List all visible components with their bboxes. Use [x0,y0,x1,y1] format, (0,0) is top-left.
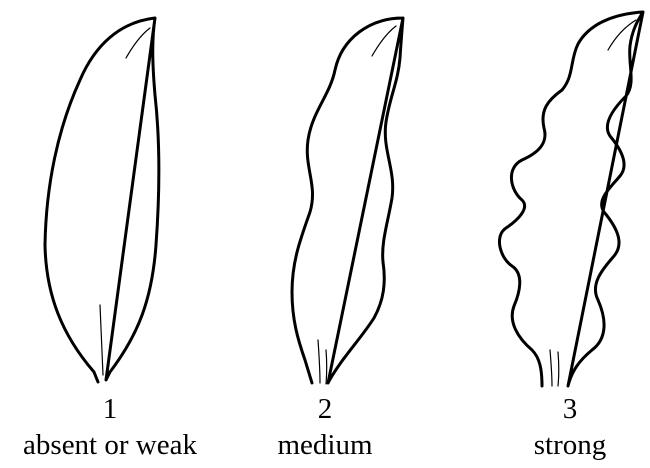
leaf-2-base-vein-a [317,339,321,384]
caption-3-number: 3 [562,393,578,425]
caption-2: 2 medium [245,391,405,463]
leaf-1-outline [43,16,161,384]
leaf-3-strong-undulation [497,10,645,388]
caption-3-label: strong [533,429,607,461]
leaf-1-smooth-margin [43,16,161,384]
caption-2-number: 2 [317,393,333,425]
leaf-3-base-vein-b [557,351,560,387]
caption-1-label: absent or weak [23,429,197,461]
caption-1: 1 absent or weak [0,391,220,463]
leaf-1-tip-vein [125,27,151,59]
leaf-2-medium-undulation [290,16,405,385]
caption-1-number: 1 [102,393,118,425]
caption-3: 3 strong [495,391,645,463]
leaf-2-tip-vein [371,25,397,57]
caption-2-label: medium [277,429,373,461]
leaf-3-outline [497,10,645,388]
leaf-3-tip-vein [607,19,637,51]
leaf-2-outline [290,16,405,385]
leaf-2-base-vein-b [325,349,328,385]
leaf-1-base-vein [99,304,104,376]
leaf-3-base-vein-a [549,349,553,387]
